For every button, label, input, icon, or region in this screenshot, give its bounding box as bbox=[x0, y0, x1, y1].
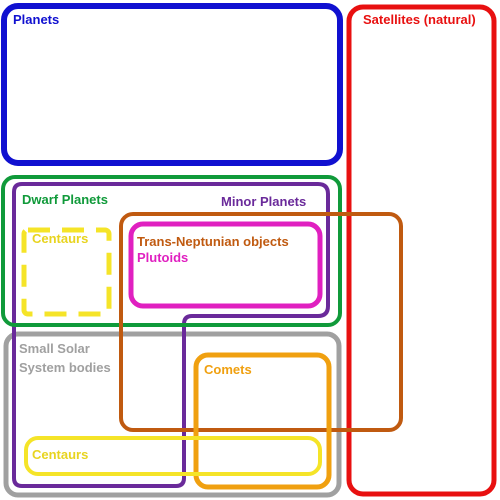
dwarf-planets-label: Dwarf Planets bbox=[22, 192, 108, 207]
plutoids-label: Plutoids bbox=[137, 250, 188, 265]
small-solar-system-bodies-region bbox=[3, 331, 342, 498]
minor-planets-label: Minor Planets bbox=[221, 194, 306, 209]
planets-label: Planets bbox=[13, 12, 59, 27]
comets-label: Comets bbox=[204, 362, 252, 377]
satellites-label: Satellites (natural) bbox=[363, 12, 476, 27]
small-solar-label-line1: Small Solar bbox=[19, 341, 90, 356]
planets-region bbox=[1, 3, 343, 166]
satellites-region bbox=[346, 4, 497, 497]
centaurs-bottom-label: Centaurs bbox=[32, 447, 88, 462]
trans-neptunian-label: Trans-Neptunian objects bbox=[137, 234, 289, 249]
centaurs-lower-region bbox=[24, 436, 322, 476]
centaurs-dashed-region bbox=[21, 227, 112, 317]
centaurs-top-label: Centaurs bbox=[32, 231, 88, 246]
dwarf-planets-region bbox=[1, 175, 342, 327]
trans-neptunian-objects-region bbox=[119, 212, 403, 432]
plutoids-region bbox=[128, 221, 323, 309]
small-solar-label-line2: System bodies bbox=[19, 360, 111, 375]
comets-region bbox=[193, 352, 332, 490]
